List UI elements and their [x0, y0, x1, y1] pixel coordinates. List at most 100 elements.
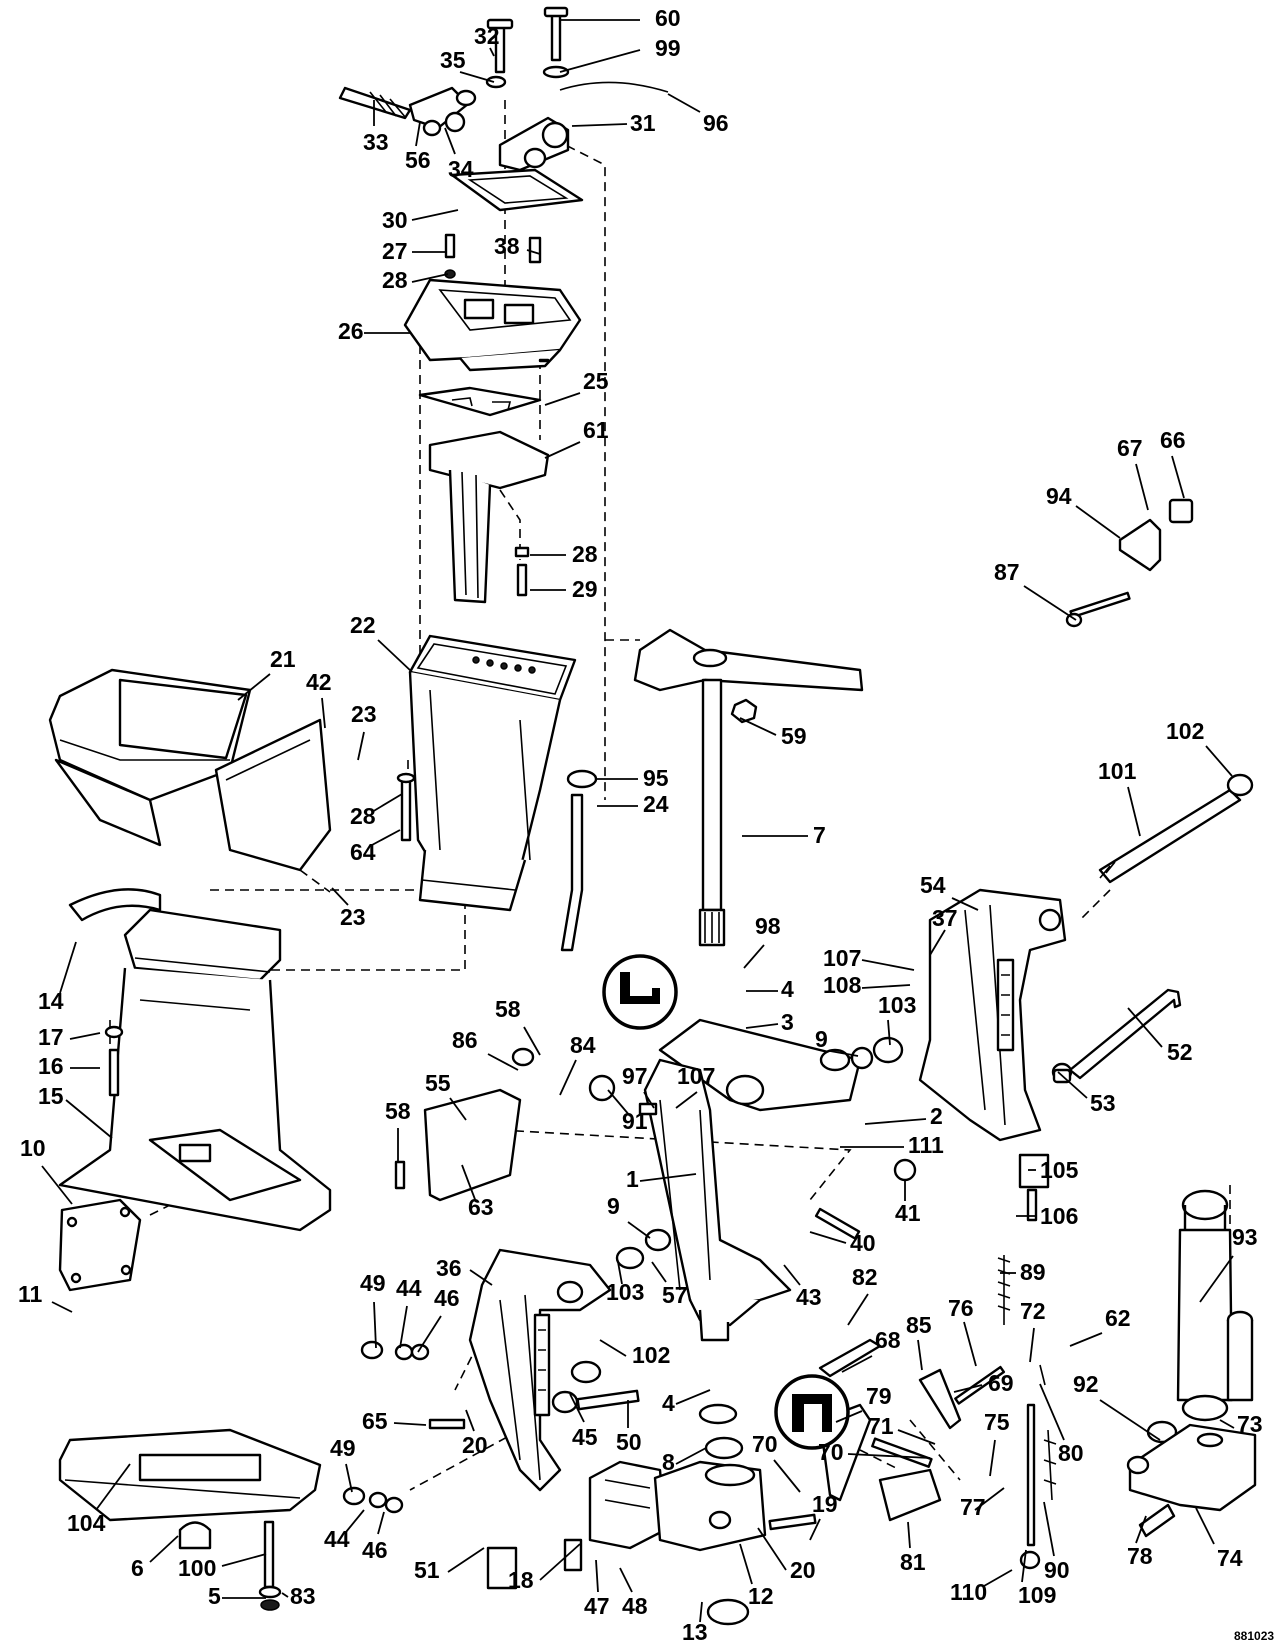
callout-c44b: 44 [324, 1526, 350, 1552]
bracket-74 [1128, 1423, 1257, 1538]
leader-line-c37 [929, 929, 946, 956]
callout-c7: 7 [813, 822, 826, 848]
leader-line-c102b [599, 1339, 627, 1357]
leader-line-c2 [864, 1118, 927, 1125]
callout-c90: 90 [1044, 1557, 1070, 1583]
callout-c38: 38 [494, 233, 520, 259]
callout-c41: 41 [895, 1200, 921, 1226]
leader-line-c15 [65, 1099, 113, 1139]
leader-line-c31 [571, 123, 628, 127]
callout-c51: 51 [414, 1557, 440, 1583]
callout-c37: 37 [932, 905, 958, 931]
callout-c48: 48 [622, 1593, 648, 1619]
leader-line-c11 [51, 1301, 73, 1313]
callout-c56: 56 [405, 147, 431, 173]
callout-c10: 10 [20, 1135, 46, 1161]
leader-line-c83 [281, 1592, 289, 1598]
leader-line-c59 [739, 717, 777, 736]
leader-line-c103a [887, 1019, 891, 1046]
leader-line-c22 [377, 639, 413, 673]
leader-line-c68 [841, 1355, 873, 1373]
leader-line-c77 [974, 1487, 1005, 1511]
leader-line-c72 [1029, 1327, 1035, 1363]
leader-line-c4b [675, 1389, 711, 1405]
callout-c46a: 46 [434, 1285, 460, 1311]
callout-c22: 22 [350, 612, 376, 638]
leader-line-c62 [1069, 1332, 1103, 1347]
callout-c1: 1 [626, 1166, 639, 1192]
callout-c59: 59 [781, 723, 807, 749]
callout-c107b: 107 [677, 1063, 715, 1089]
callout-c32: 32 [474, 23, 500, 49]
callout-c13: 13 [682, 1619, 708, 1644]
leader-line-c96 [667, 93, 701, 113]
leader-line-c20a [465, 1409, 475, 1432]
leader-line-c34 [444, 127, 456, 155]
callout-c83: 83 [290, 1583, 316, 1609]
callout-c35: 35 [440, 47, 466, 73]
leader-line-c107a [861, 959, 915, 971]
callout-c9a: 9 [815, 1026, 828, 1052]
exhaust-housing-22 [408, 634, 577, 912]
callout-c94: 94 [1046, 483, 1072, 509]
leader-line-c107b [675, 1091, 698, 1109]
leader-line-c23a [357, 731, 365, 761]
callout-c36: 36 [436, 1255, 462, 1281]
callout-c102b: 102 [632, 1342, 670, 1368]
callout-c31: 31 [630, 110, 656, 136]
callout-c4a: 4 [781, 976, 794, 1002]
callout-c91: 91 [622, 1108, 648, 1134]
leader-line-c85 [917, 1339, 923, 1371]
callout-c15: 15 [38, 1083, 64, 1109]
leader-line-c58a [523, 1026, 541, 1056]
callout-c70b: 70 [818, 1439, 844, 1465]
callout-c76: 76 [948, 1295, 974, 1321]
callout-c5: 5 [208, 1583, 221, 1609]
callout-c81: 81 [900, 1549, 926, 1575]
callout-c49b: 49 [330, 1435, 356, 1461]
callout-c85: 85 [906, 1312, 932, 1338]
hydraulic-cylinder-93 [1146, 1189, 1254, 1444]
callout-c40: 40 [850, 1230, 876, 1256]
callout-c8: 8 [662, 1449, 675, 1475]
callout-c4b: 4 [662, 1390, 675, 1416]
leader-line-c69 [953, 1384, 983, 1393]
leader-line-c6 [149, 1535, 179, 1563]
callout-c84: 84 [570, 1032, 596, 1058]
callout-c44a: 44 [396, 1275, 422, 1301]
leader-line-c28c [371, 793, 403, 813]
leader-line-c75 [989, 1439, 996, 1477]
leader-line-c109 [1021, 1549, 1027, 1583]
callout-c79: 79 [866, 1383, 892, 1409]
callout-c29: 29 [572, 576, 598, 602]
callout-c28b: 28 [572, 541, 598, 567]
leader-line-c53 [1057, 1071, 1088, 1099]
leader-line-c86 [487, 1053, 519, 1071]
lubricant-symbol-badges [602, 954, 850, 1450]
leader-line-c19 [809, 1518, 821, 1541]
leader-line-c78 [1135, 1515, 1147, 1544]
leader-line-c49a [373, 1301, 377, 1349]
leader-line-c80 [1039, 1383, 1065, 1441]
leader-line-c74 [1195, 1507, 1215, 1545]
leader-line-c91 [607, 1089, 631, 1117]
leader-line-c44a [399, 1305, 408, 1349]
callout-c9b: 9 [607, 1193, 620, 1219]
callout-leaders [41, 19, 1235, 1623]
callout-c12: 12 [748, 1583, 774, 1609]
callout-c27: 27 [382, 238, 408, 264]
callout-c97: 97 [622, 1063, 648, 1089]
callout-c86: 86 [452, 1027, 478, 1053]
callout-c42: 42 [306, 669, 332, 695]
leader-line-c67 [1135, 463, 1149, 511]
clamp-bracket-36 [468, 1248, 612, 1492]
plate-10 [58, 1198, 142, 1292]
leader-line-c101 [1127, 786, 1141, 837]
leader-line-c73 [1219, 1419, 1235, 1429]
callout-c63: 63 [468, 1194, 494, 1220]
leader-line-c56 [415, 121, 421, 147]
leader-line-c35 [459, 71, 495, 83]
clamp-bracket-54 [918, 888, 1067, 1142]
leader-line-c51 [447, 1547, 485, 1573]
callout-c18: 18 [508, 1567, 534, 1593]
